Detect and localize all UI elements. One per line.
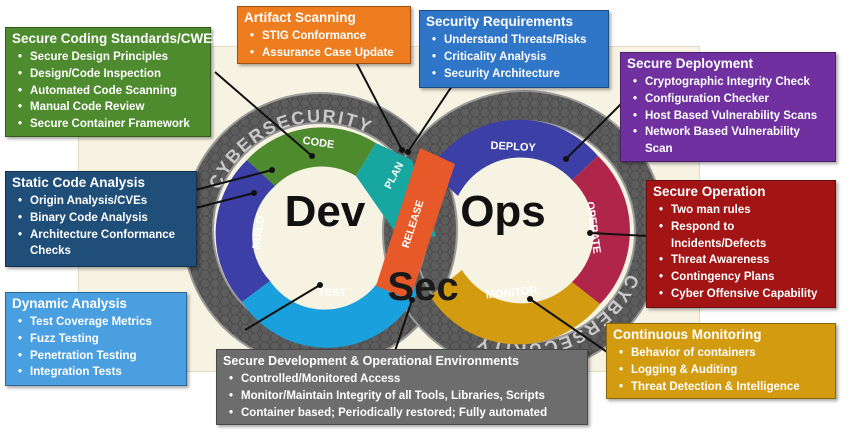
label-test: TEST xyxy=(318,287,346,299)
connector-lines xyxy=(171,61,649,358)
box-title: Static Code Analysis xyxy=(12,175,146,190)
list-item: Penetration Testing xyxy=(18,348,180,365)
list-item: Cyber Offensive Capability xyxy=(659,286,829,303)
list-item: Secure Design Principles xyxy=(18,49,204,66)
list-item: Behavior of containers xyxy=(619,345,829,362)
box-title: Continuous Monitoring xyxy=(613,327,762,342)
list-item: Secure Container Framework xyxy=(18,116,204,133)
box-secure-operation: Secure Operation Two man rules Respond t… xyxy=(646,180,836,308)
list-item: Criticality Analysis xyxy=(432,49,602,66)
list-item: Security Architecture xyxy=(432,66,602,83)
word-dev: Dev xyxy=(285,187,366,236)
list-item: STIG Conformance xyxy=(250,28,404,45)
box-secure-coding: Secure Coding Standards/CWEs Secure Desi… xyxy=(5,27,220,137)
box-title: Dynamic Analysis xyxy=(12,296,128,311)
list-item: Host Based Vulnerability Scans xyxy=(633,108,829,125)
list-item: Integration Tests xyxy=(18,364,180,381)
word-ops: Ops xyxy=(460,187,546,236)
segment-operate xyxy=(572,156,630,304)
list-item: Cryptographic Integrity Check xyxy=(633,74,829,91)
list-item: Assurance Case Update xyxy=(250,45,404,62)
box-secure-environments: Secure Development & Operational Environ… xyxy=(216,349,588,425)
box-title: Security Requirements xyxy=(426,14,574,29)
list-item: Automated Code Scanning xyxy=(18,83,204,100)
box-artifact-scanning: Artifact Scanning STIG Conformance Assur… xyxy=(237,6,411,64)
box-title: Secure Operation xyxy=(653,184,766,199)
list-item: Logging & Auditing xyxy=(619,362,829,379)
list-item: Origin Analysis/CVEs xyxy=(18,193,190,210)
box-dynamic-analysis: Dynamic Analysis Test Coverage Metrics F… xyxy=(5,292,187,386)
box-title: Secure Development & Operational Environ… xyxy=(223,354,519,368)
segment-test xyxy=(242,272,420,348)
word-sec: Sec xyxy=(387,265,458,309)
list-item: Manual Code Review xyxy=(18,99,204,116)
list-item: Network Based Vulnerability Scan xyxy=(633,124,829,158)
label-code: CODE xyxy=(302,135,335,151)
label-monitor: MONITOR xyxy=(485,284,538,301)
list-item: Contingency Plans xyxy=(659,269,829,286)
box-continuous-monitoring: Continuous Monitoring Behavior of contai… xyxy=(606,323,836,399)
box-static-analysis: Static Code Analysis Origin Analysis/CVE… xyxy=(5,171,197,267)
list-item: Container based; Periodically restored; … xyxy=(229,405,581,422)
segment-release xyxy=(376,148,455,300)
list-item: Controlled/Monitored Access xyxy=(229,371,581,388)
list-item: Respond to Incidents/Defects xyxy=(659,219,829,253)
list-item: Configuration Checker xyxy=(633,91,829,108)
segment-deploy xyxy=(430,119,598,196)
box-title: Secure Deployment xyxy=(627,56,754,71)
list-item: Threat Awareness xyxy=(659,252,829,269)
box-title: Secure Coding Standards/CWEs xyxy=(12,31,220,46)
label-build: BUILD xyxy=(251,215,268,250)
list-item: Two man rules xyxy=(659,202,829,219)
list-item: Threat Detection & Intelligence xyxy=(619,379,829,396)
box-secure-deployment: Secure Deployment Cryptographic Integrit… xyxy=(620,52,836,162)
list-item: Test Coverage Metrics xyxy=(18,314,180,331)
box-security-requirements: Security Requirements Understand Threats… xyxy=(419,10,609,88)
label-deploy: DEPLOY xyxy=(490,140,536,154)
list-item: Design/Code Inspection xyxy=(18,66,204,83)
list-item: Architecture Conformance Checks xyxy=(18,227,190,261)
list-item: Binary Code Analysis xyxy=(18,210,190,227)
list-item: Monitor/Maintain Integrity of all Tools,… xyxy=(229,388,581,405)
segment-build xyxy=(215,160,275,302)
box-title: Artifact Scanning xyxy=(244,10,356,25)
list-item: Fuzz Testing xyxy=(18,331,180,348)
list-item: Understand Threats/Risks xyxy=(432,32,602,49)
segment-monitor xyxy=(430,270,600,345)
